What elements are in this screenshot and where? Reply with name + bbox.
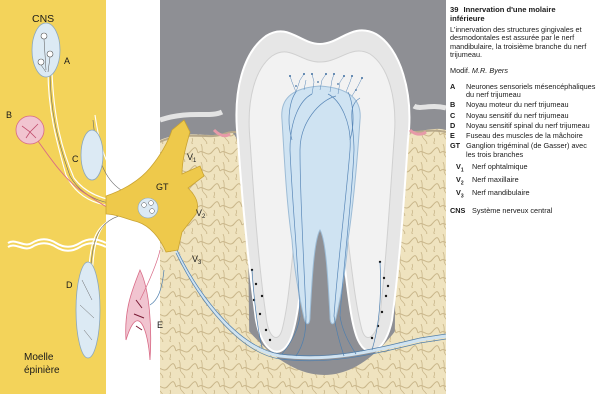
- legend-text: Système nerveux central: [472, 207, 598, 216]
- legend-key: A: [450, 83, 466, 100]
- modif-author: M.R. Byers: [472, 66, 508, 75]
- label-e: E: [157, 320, 163, 330]
- legend-key: E: [450, 132, 466, 141]
- caption-modif: Modif. M.R. Byers: [450, 67, 598, 76]
- nerve-key: V1: [456, 163, 472, 175]
- label-a: A: [64, 56, 70, 66]
- legend-key: CNS: [450, 207, 472, 216]
- nucleus-b: [16, 116, 44, 144]
- legend-key: C: [450, 112, 466, 121]
- legend-text: Noyau sensitif spinal du nerf trijumeau: [466, 122, 598, 131]
- label-gt: GT: [156, 182, 169, 192]
- figure-caption: 39 Innervation d'une molaire inférieure L…: [450, 6, 598, 218]
- legend-key: B: [450, 101, 466, 110]
- nerve-text: Nerf maxillaire: [472, 176, 519, 188]
- nerve-text: Nerf ophtalmique: [472, 163, 528, 175]
- legend-key: GT: [450, 142, 466, 159]
- legend-text: Neurones sensoriels mésencéphaliques du …: [466, 83, 598, 100]
- label-cns: CNS: [32, 13, 54, 25]
- caption-intro: L'innervation des structures gingivales …: [450, 26, 598, 60]
- legend-text: Noyau sensitif du nerf trijumeau: [466, 112, 598, 121]
- legend-text: Ganglion trigéminal (de Gasser) avec les…: [466, 142, 598, 159]
- label-spinal-cord-2: épinière: [24, 365, 60, 376]
- modif-prefix: Modif.: [450, 66, 470, 75]
- legend-text: Noyau moteur du nerf trijumeau: [466, 101, 598, 110]
- nucleus-d: [76, 262, 100, 358]
- nerve-key: V3: [456, 189, 472, 201]
- caption-title: 39 Innervation d'une molaire inférieure: [450, 6, 598, 24]
- nucleus-a: [32, 23, 60, 77]
- title-line-1: Innervation d'une molaire: [463, 5, 555, 14]
- figure-number: 39: [450, 5, 458, 14]
- jaw-panel: [160, 0, 446, 394]
- label-b: B: [6, 110, 12, 120]
- label-spinal-cord-1: Moelle: [24, 352, 54, 363]
- legend-text: Fuseau des muscles de la mâchoire: [466, 132, 598, 141]
- label-c: C: [72, 154, 79, 164]
- label-d: D: [66, 280, 73, 290]
- nerve-key: V2: [456, 176, 472, 188]
- title-line-2: inférieure: [450, 14, 485, 23]
- legend-key: D: [450, 122, 466, 131]
- nucleus-c: [81, 130, 103, 180]
- nerve-text: Nerf mandibulaire: [472, 189, 530, 201]
